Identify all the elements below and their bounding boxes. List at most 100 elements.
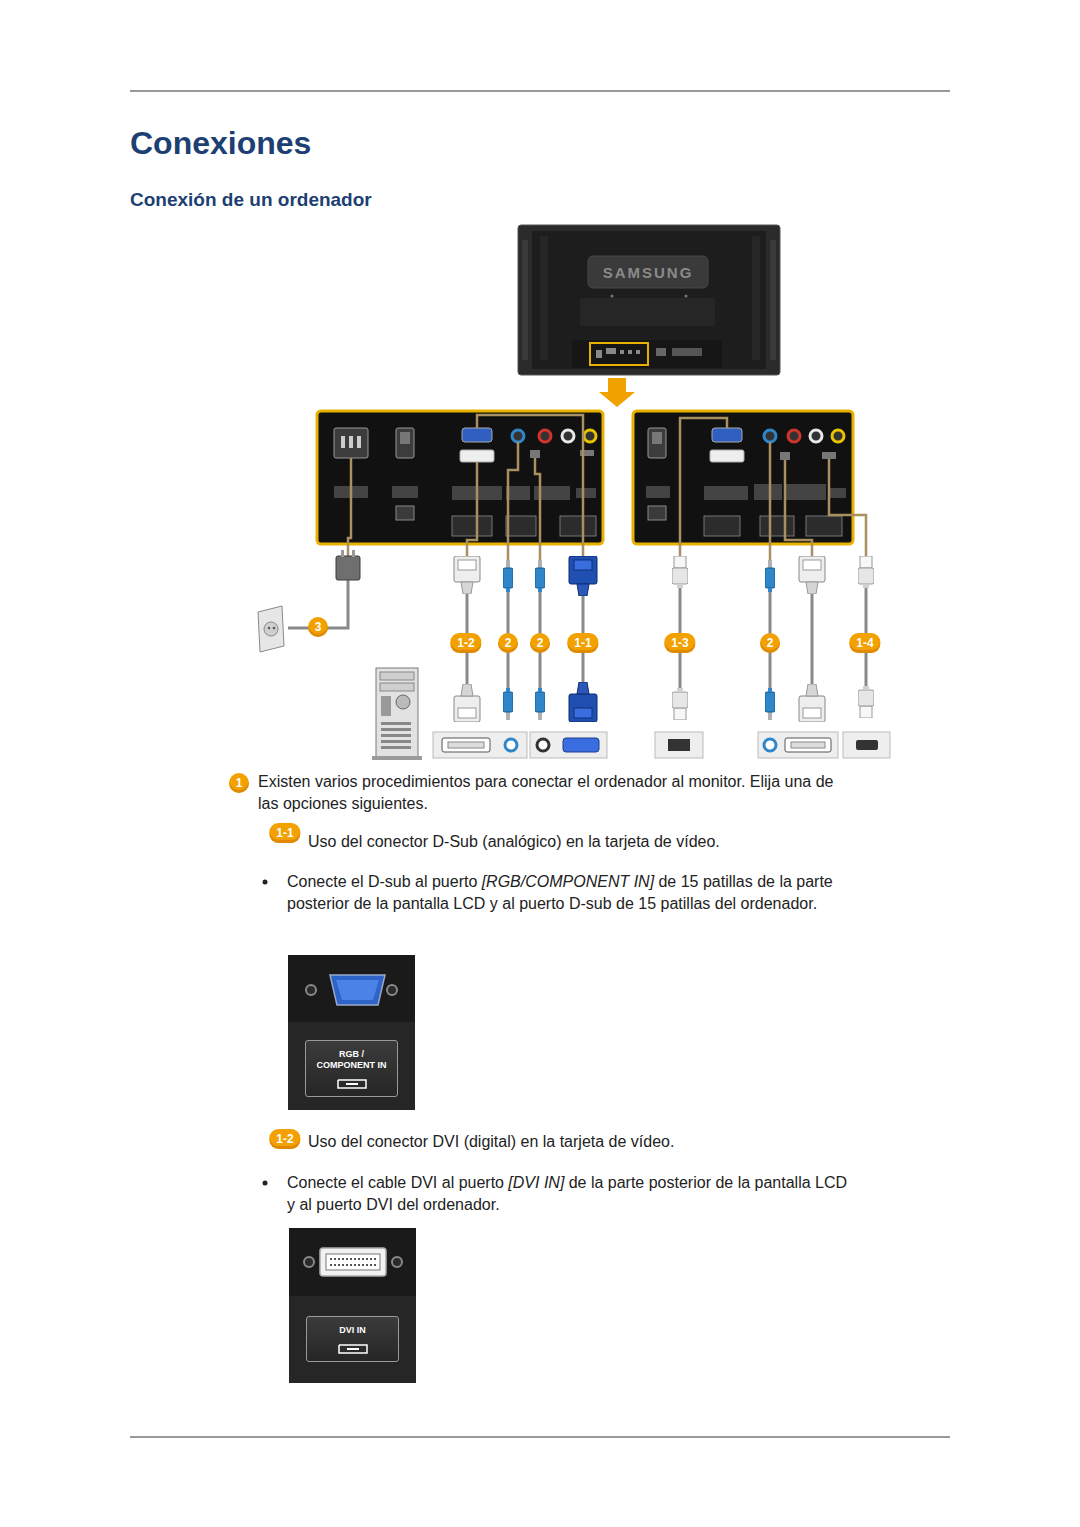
monitor-back: [540, 236, 548, 360]
monitor-back: [606, 348, 616, 354]
body-text: Conecte el cable DVI al puerto: [287, 1174, 504, 1191]
page-rule: [130, 1437, 950, 1438]
wall-outlet: [258, 606, 284, 652]
connector-panel: [530, 450, 540, 458]
port-icon: [339, 1345, 367, 1353]
connector-panel: [780, 452, 790, 460]
routing-wire: [477, 415, 583, 556]
cable-plug: [454, 556, 480, 594]
monitor-back: [611, 295, 614, 298]
port-inset: [387, 985, 397, 995]
connector-panel: [460, 450, 494, 462]
cable-plug: [535, 688, 545, 720]
card-port: [764, 739, 776, 751]
callout-number: 2: [530, 633, 550, 653]
monitor-back: [596, 350, 602, 358]
connector-panel: [452, 516, 492, 536]
card-port: [655, 732, 703, 758]
connector-panel: [786, 484, 826, 500]
card-port: [530, 732, 607, 758]
connector-panel: [560, 516, 596, 536]
card-port: [537, 739, 549, 751]
port-inset: [288, 955, 415, 1110]
connector-panel: [562, 430, 574, 442]
routing-wire: [829, 459, 866, 556]
cable-plug: [765, 688, 775, 720]
monitor-back: [518, 225, 780, 375]
cable-plug: [765, 560, 775, 592]
monitor-back: [518, 225, 780, 375]
connector-panel: [317, 411, 853, 544]
monitor-back: [770, 240, 776, 360]
cable-plug: [799, 684, 825, 722]
computer-tower: [381, 746, 411, 749]
port-inset: [392, 1257, 402, 1267]
monitor-back: [522, 240, 528, 360]
power-plug: [352, 550, 355, 557]
port-name: [DVI IN]: [508, 1174, 564, 1191]
card-port: [785, 738, 831, 752]
cable-plug: [799, 556, 825, 594]
card-port: [791, 742, 825, 748]
monitor-back: [588, 256, 708, 288]
connector-panel: [392, 486, 418, 498]
section-heading: Conexión de un ordenador: [130, 188, 372, 212]
connector-panel: [506, 486, 530, 500]
connector-panel: [810, 430, 822, 442]
cable-plug: [672, 556, 688, 588]
computer-tower: [381, 722, 411, 725]
power-plug: [336, 556, 360, 580]
callout-number: 1-2: [269, 1129, 300, 1149]
connector-panel: [396, 506, 414, 520]
monitor-back: [580, 298, 715, 326]
cable-plug: [799, 684, 825, 722]
connector-panel: [764, 430, 776, 442]
connector-panel: [334, 428, 368, 458]
body-text: Uso del conector DVI (digital) en la tar…: [308, 1131, 868, 1153]
computer-tower: [396, 695, 410, 709]
monitor-back: [532, 231, 766, 369]
callout-number: 1-2: [450, 633, 481, 653]
callout-number: 2: [498, 633, 518, 653]
connector-panel: [317, 411, 603, 544]
card-port: [448, 742, 484, 748]
port-icon: [337, 1079, 367, 1089]
routing-wire: [769, 442, 772, 560]
port-inset: [304, 1257, 314, 1267]
monitor-back: [590, 343, 648, 365]
computer-tower: [372, 756, 422, 760]
port-label-plate: RGB / COMPONENT IN: [305, 1040, 398, 1097]
bullet-dot: [263, 880, 268, 885]
connector-panel: [633, 411, 853, 544]
routing-wire: [508, 442, 518, 560]
connector-panel: [754, 484, 782, 500]
cable-plug: [672, 688, 688, 720]
card-port: [563, 738, 599, 752]
card-port: [442, 738, 490, 752]
monitor-back: [572, 340, 722, 368]
connector-panel: [349, 436, 353, 448]
port-icon: [346, 1083, 358, 1085]
cable-plug: [569, 682, 597, 722]
connector-panel: [712, 428, 742, 442]
connector-panel: [704, 516, 740, 536]
cable-plug: [454, 684, 480, 722]
port-label: DVI IN: [313, 1325, 393, 1336]
cable-plug: [672, 688, 688, 720]
cable-plug: [535, 688, 545, 720]
cable-plug: [858, 686, 874, 718]
port-inset: [330, 975, 385, 1005]
monitor-back: [620, 350, 624, 354]
connector-panel: [506, 516, 536, 536]
page-rule: [130, 91, 950, 1437]
card-port: [856, 740, 878, 750]
connector-panel: [788, 430, 800, 442]
cable: [288, 578, 866, 688]
card-port: [433, 732, 890, 758]
connector-panel: [648, 428, 666, 458]
port-icon: [338, 1344, 368, 1354]
connector-panel: [400, 432, 410, 444]
connector-panel: [704, 486, 748, 500]
